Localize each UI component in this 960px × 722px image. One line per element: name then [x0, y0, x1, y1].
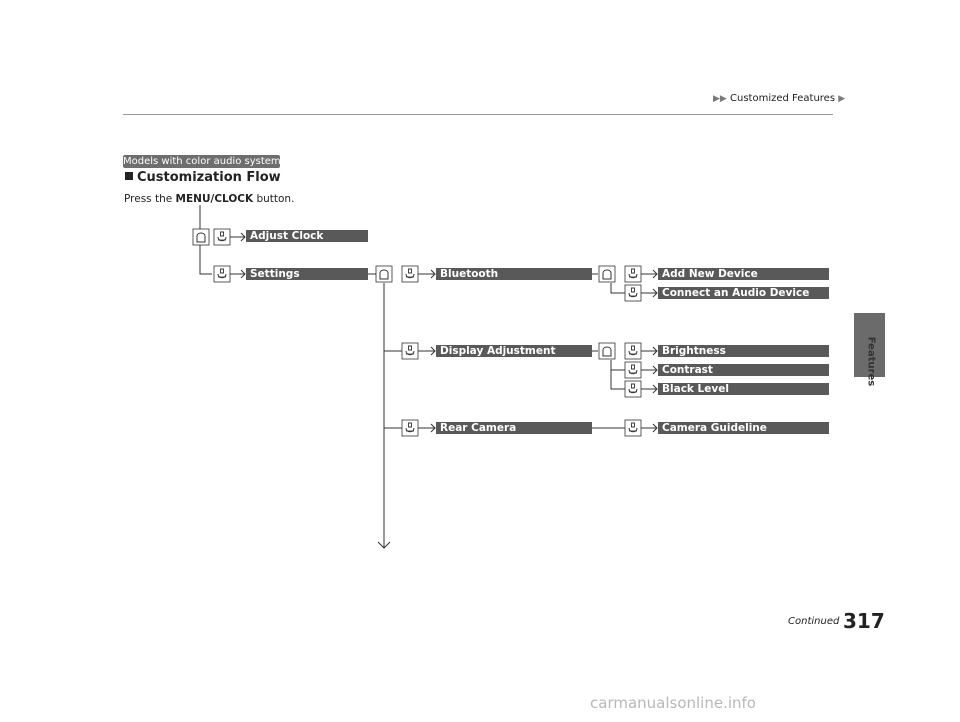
home-button-icon: [375, 265, 393, 283]
menu-camera-guideline[interactable]: Camera Guideline: [658, 422, 829, 434]
menu-contrast[interactable]: Contrast: [658, 364, 829, 376]
knob-press-icon: [213, 265, 231, 283]
menu-settings[interactable]: Settings: [246, 268, 368, 280]
bullet-square-icon: [125, 172, 133, 180]
home-button-icon: [598, 265, 616, 283]
knob-press-icon: [624, 361, 642, 379]
menu-black-level[interactable]: Black Level: [658, 383, 829, 395]
knob-press-icon: [213, 228, 231, 246]
page-number: 317: [843, 609, 885, 633]
header-rule: [123, 114, 833, 115]
menu-adjust-clock[interactable]: Adjust Clock: [246, 230, 368, 242]
menu-rear-camera[interactable]: Rear Camera: [436, 422, 592, 434]
knob-press-icon: [624, 380, 642, 398]
menu-add-new-device[interactable]: Add New Device: [658, 268, 829, 280]
knob-press-icon: [624, 265, 642, 283]
menu-connect-audio-device[interactable]: Connect an Audio Device: [658, 287, 829, 299]
menu-display-adjustment[interactable]: Display Adjustment: [436, 345, 592, 357]
menu-bluetooth[interactable]: Bluetooth: [436, 268, 592, 280]
section-title: Customization Flow: [125, 170, 281, 185]
continued-label: Continued: [788, 616, 840, 627]
breadcrumb-triangle-icon: ▶▶: [713, 94, 727, 104]
knob-press-icon: [624, 342, 642, 360]
chapter-tab[interactable]: [854, 313, 885, 377]
knob-press-icon: [401, 265, 419, 283]
menu-brightness[interactable]: Brightness: [658, 345, 829, 357]
model-badge: Models with color audio system: [123, 155, 281, 168]
knob-press-icon: [401, 342, 419, 360]
knob-press-icon: [401, 419, 419, 437]
breadcrumb-triangle-icon: ▶: [838, 94, 846, 104]
knob-press-icon: [624, 419, 642, 437]
home-button-icon: [598, 342, 616, 360]
breadcrumb: ▶▶ Customized Features ▶: [713, 93, 845, 104]
breadcrumb-text: Customized Features: [730, 93, 836, 104]
knob-press-icon: [624, 284, 642, 302]
watermark: carmanualsonline.info: [590, 694, 756, 712]
instruction-text: Press the MENU/CLOCK button.: [124, 193, 295, 205]
home-button-icon: [192, 228, 210, 246]
